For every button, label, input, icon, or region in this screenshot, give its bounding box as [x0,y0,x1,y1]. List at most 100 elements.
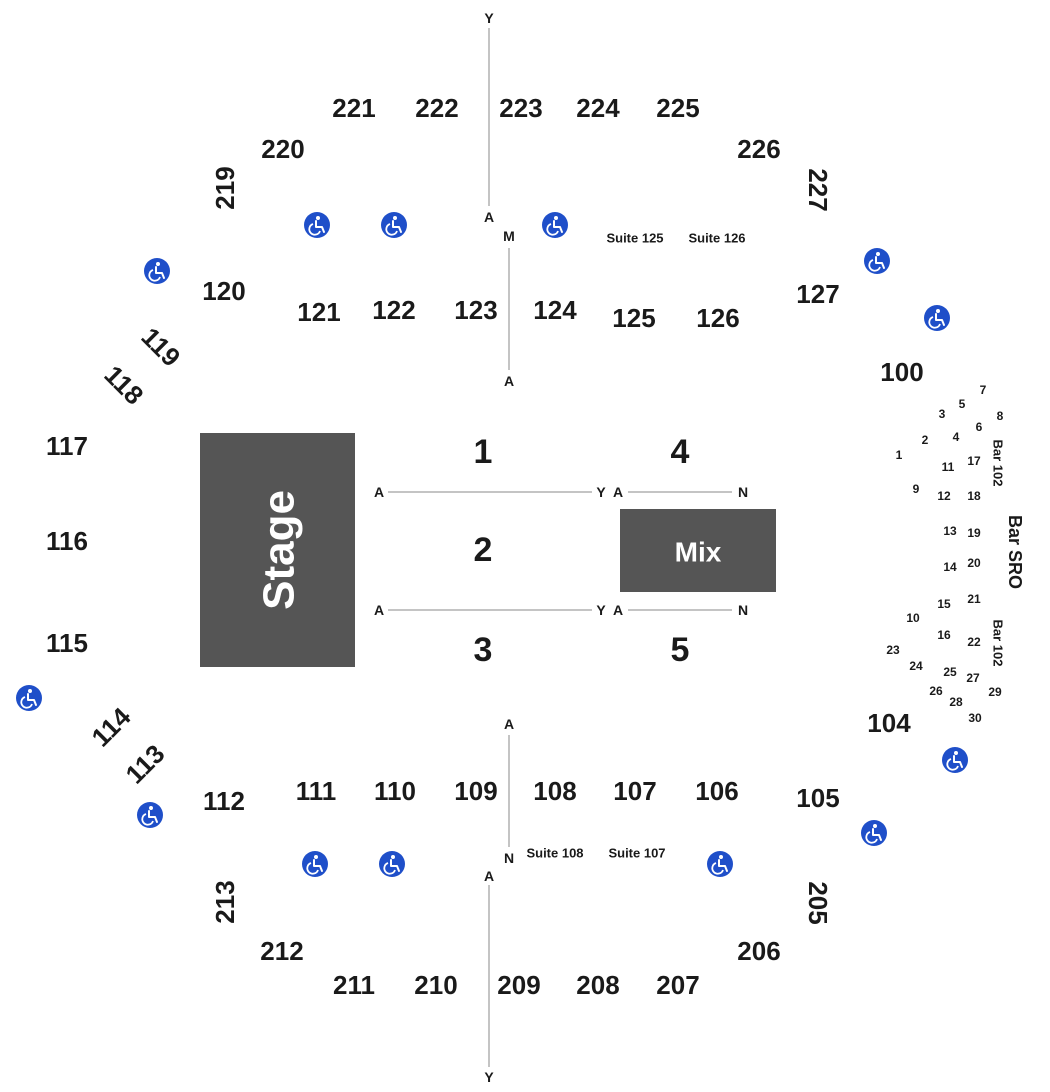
section-227[interactable]: 227 [803,168,833,211]
section-115[interactable]: 115 [46,628,88,658]
suite-126[interactable]: Suite 126 [688,231,745,246]
section-213[interactable]: 213 [210,880,240,923]
bar-seat[interactable]: 17 [967,454,981,468]
bar-seat[interactable]: 14 [943,560,957,574]
bar-seat[interactable]: 15 [937,597,951,611]
section-221[interactable]: 221 [332,93,375,123]
wheelchair-icon[interactable] [941,746,969,774]
section-208[interactable]: 208 [576,970,619,1000]
section-118[interactable]: 118 [99,360,150,411]
section-108[interactable]: 108 [533,776,576,806]
section-219[interactable]: 219 [210,166,240,209]
section-127[interactable]: 127 [796,279,839,309]
bar-seat[interactable]: 29 [988,685,1002,699]
floor-section-1[interactable]: 1 [474,433,493,471]
bar-seat[interactable]: 6 [976,420,983,434]
bar-seat[interactable]: 19 [967,526,981,540]
section-210[interactable]: 210 [414,970,457,1000]
floor-section-2[interactable]: 2 [474,531,493,569]
section-113[interactable]: 113 [120,739,171,790]
wheelchair-icon[interactable] [863,247,891,275]
section-114[interactable]: 114 [86,701,137,752]
section-212[interactable]: 212 [260,936,303,966]
bar-seat[interactable]: 2 [922,433,929,447]
section-124[interactable]: 124 [533,295,577,325]
section-105[interactable]: 105 [796,783,839,813]
section-224[interactable]: 224 [576,93,620,123]
bar-seat[interactable]: 1 [896,448,903,462]
section-117[interactable]: 117 [46,431,88,461]
stage[interactable]: Stage [200,433,355,667]
section-122[interactable]: 122 [372,295,415,325]
section-209[interactable]: 209 [497,970,540,1000]
section-226[interactable]: 226 [737,134,780,164]
wheelchair-icon[interactable] [136,801,164,829]
wheelchair-icon[interactable] [301,850,329,878]
section-205[interactable]: 205 [803,881,833,924]
section-223[interactable]: 223 [499,93,542,123]
section-206[interactable]: 206 [737,936,780,966]
suite-108[interactable]: Suite 108 [526,846,583,861]
section-225[interactable]: 225 [656,93,699,123]
bar-seat[interactable]: 8 [997,409,1004,423]
bar-seat[interactable]: 26 [929,684,943,698]
section-222[interactable]: 222 [415,93,458,123]
bar-seat[interactable]: 3 [939,407,946,421]
section-121[interactable]: 121 [297,297,340,327]
bar-seat[interactable]: 4 [953,430,960,444]
wheelchair-icon[interactable] [143,257,171,285]
wheelchair-icon[interactable] [15,684,43,712]
section-119[interactable]: 119 [136,322,187,373]
section-112[interactable]: 112 [203,786,245,816]
section-120[interactable]: 120 [202,276,245,306]
section-125[interactable]: 125 [612,303,655,333]
bar-seat[interactable]: 9 [913,482,920,496]
bar-seat[interactable]: 30 [968,711,982,725]
wheelchair-icon[interactable] [378,850,406,878]
section-109[interactable]: 109 [454,776,497,806]
section-220[interactable]: 220 [261,134,304,164]
wheelchair-icon[interactable] [303,211,331,239]
bar-seat[interactable]: 23 [886,643,900,657]
bar-seat[interactable]: 7 [980,383,987,397]
wheelchair-icon[interactable] [380,211,408,239]
bar-seat[interactable]: 24 [909,659,923,673]
bar-102-bottom-label[interactable]: Bar 102 [991,620,1006,667]
wheelchair-icon[interactable] [860,819,888,847]
section-207[interactable]: 207 [656,970,699,1000]
bar-seat[interactable]: 11 [942,460,955,474]
bar-seat[interactable]: 12 [937,489,951,503]
section-126[interactable]: 126 [696,303,739,333]
wheelchair-icon[interactable] [541,211,569,239]
bar-seat[interactable]: 21 [967,592,981,606]
row-label: Y [484,1069,494,1085]
bar-seat[interactable]: 16 [937,628,951,642]
section-111[interactable]: 111 [296,776,337,806]
floor-section-3[interactable]: 3 [474,631,493,669]
section-107[interactable]: 107 [613,776,656,806]
section-106[interactable]: 106 [695,776,738,806]
section-110[interactable]: 110 [374,776,416,806]
bar-seat[interactable]: 25 [943,665,957,679]
section-104[interactable]: 104 [867,708,911,738]
section-100[interactable]: 100 [880,357,923,387]
wheelchair-icon[interactable] [706,850,734,878]
suite-125[interactable]: Suite 125 [606,231,663,246]
bar-seat[interactable]: 5 [959,397,966,411]
section-116[interactable]: 116 [46,526,88,556]
bar-sro-label[interactable]: Bar SRO [1005,515,1025,589]
bar-seat[interactable]: 22 [967,635,981,649]
wheelchair-icon[interactable] [923,304,951,332]
bar-seat[interactable]: 27 [966,671,980,685]
bar-seat[interactable]: 20 [967,556,981,570]
section-123[interactable]: 123 [454,295,497,325]
bar-102-top-label[interactable]: Bar 102 [991,440,1006,487]
bar-seat[interactable]: 28 [949,695,963,709]
floor-section-4[interactable]: 4 [671,433,690,471]
bar-seat[interactable]: 18 [967,489,981,503]
bar-seat[interactable]: 13 [943,524,957,538]
floor-section-5[interactable]: 5 [671,631,690,669]
section-211[interactable]: 211 [333,970,375,1000]
suite-107[interactable]: Suite 107 [608,846,665,861]
bar-seat[interactable]: 10 [906,611,920,625]
